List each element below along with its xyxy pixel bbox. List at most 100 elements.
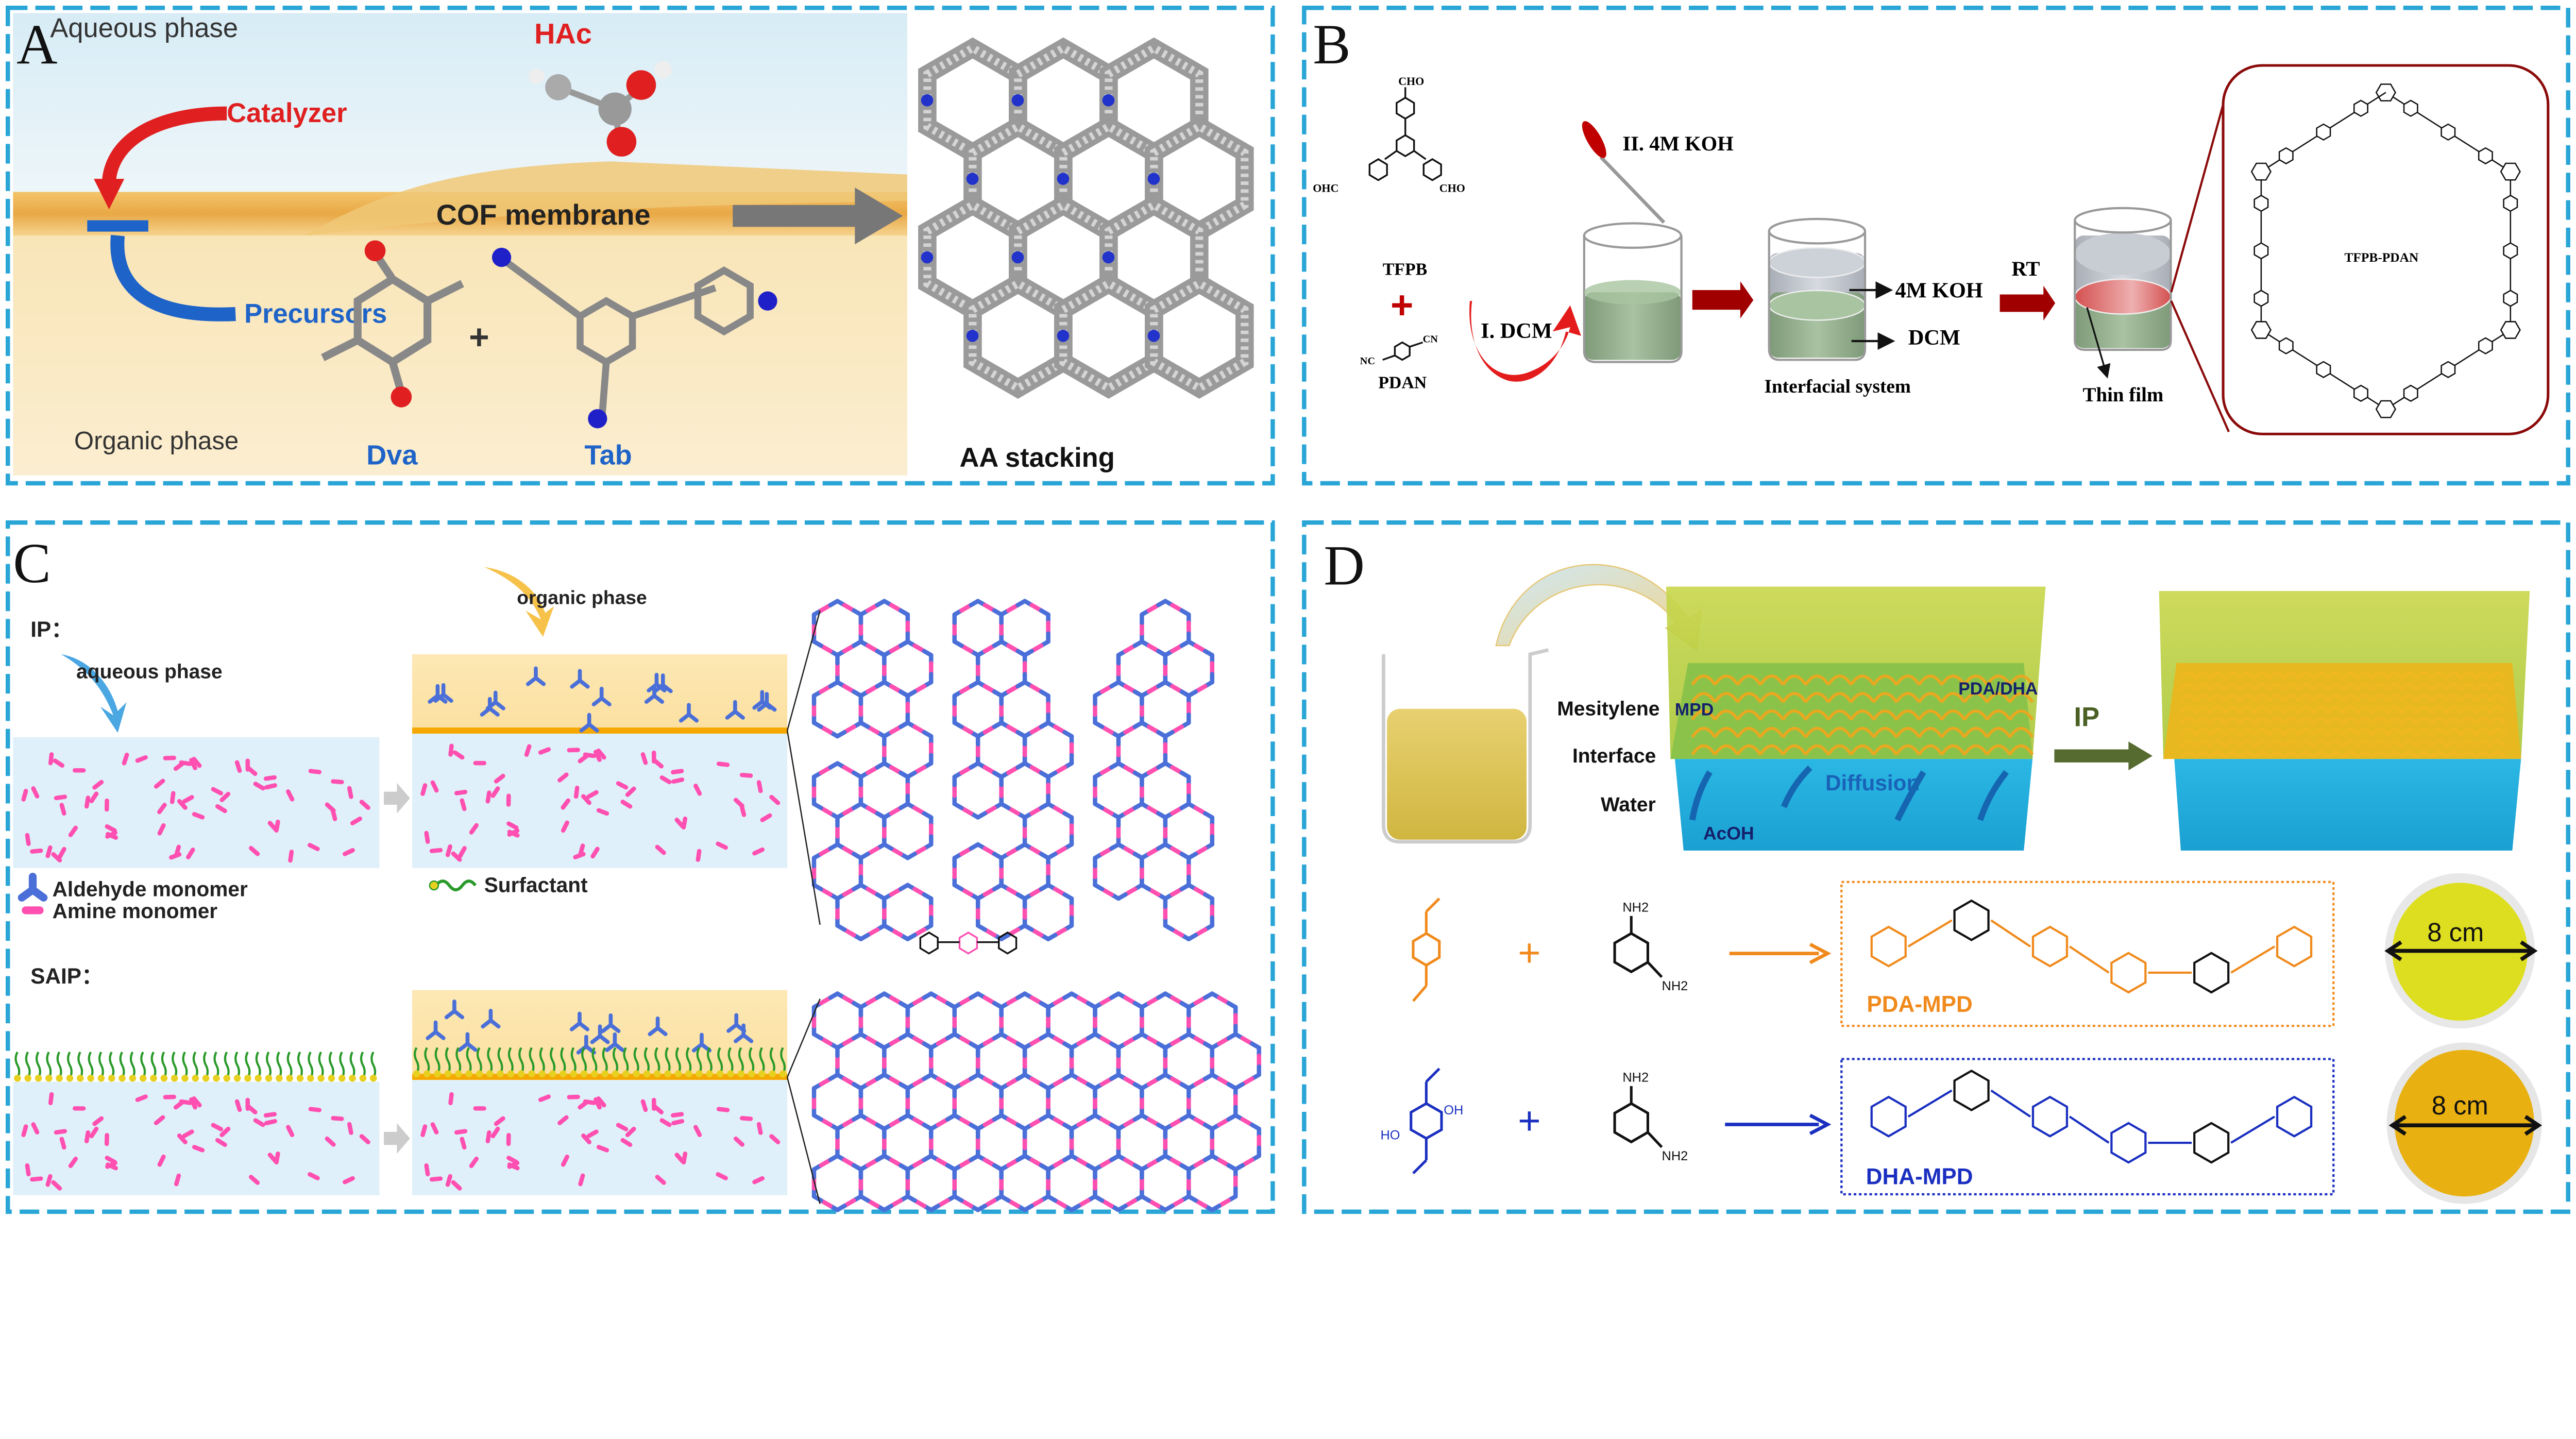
cof-film-strand — [1736, 709, 1762, 721]
chain-ring — [1953, 1069, 1990, 1112]
amine-monomer — [567, 1094, 580, 1099]
size-arrowheads-1 — [2384, 940, 2538, 961]
aldehyde-monomer — [752, 690, 772, 710]
cof-film-strand — [2415, 683, 2433, 691]
cof-film-strand — [2268, 728, 2285, 737]
amine-monomer — [460, 1137, 467, 1150]
amine-monomer — [68, 825, 78, 837]
hac-molecule — [529, 61, 672, 157]
amine-monomer — [343, 1176, 355, 1184]
amine-monomer — [89, 791, 99, 803]
surfactant-tail — [276, 1051, 282, 1079]
pda-mpd-box — [1840, 881, 2335, 1027]
amine-monomer — [739, 772, 753, 778]
cof-film-strand — [1759, 744, 1785, 756]
cof-film-strand — [1736, 744, 1762, 756]
chain-ring — [2031, 1095, 2069, 1138]
tab-molecule — [492, 247, 777, 429]
saip-interface-film — [412, 1074, 788, 1080]
cof-film-strand — [2194, 728, 2212, 737]
tab-label: Tab — [584, 440, 632, 471]
panel-c-label: C — [13, 532, 50, 595]
amine-monomer — [581, 794, 592, 805]
precursors-label: Precursors — [244, 298, 387, 329]
cof-film-strand — [2282, 751, 2300, 759]
aqueous-phase-label: aqueous phase — [76, 661, 222, 683]
dha-reaction-arrowhead — [1809, 1113, 1832, 1136]
amine-monomer — [163, 755, 176, 760]
surfactant-tail — [507, 1047, 514, 1075]
ho-label: HO — [1380, 1128, 1400, 1142]
cof-film-strand — [1850, 744, 1875, 756]
cof-film-strand — [2238, 671, 2256, 680]
aldehyde-monomer — [570, 669, 590, 689]
benzene-ring — [2503, 242, 2518, 260]
amine-monomer — [586, 790, 599, 799]
surfactant-head — [139, 1075, 147, 1082]
cof-film-strand — [2253, 694, 2271, 703]
amine-monomer — [458, 846, 467, 858]
amine-monomer — [31, 786, 40, 799]
surfactant-tail — [738, 1047, 744, 1075]
zoom-line-bottom — [2170, 300, 2230, 432]
surfactant-tail — [172, 1051, 178, 1079]
cof-film-strand — [1691, 709, 1717, 721]
chain-ring — [2193, 952, 2230, 994]
cof-film-strand — [2179, 728, 2197, 737]
amine-monomer — [288, 850, 294, 863]
cof-film-strand — [2238, 717, 2256, 725]
cof-film-strand — [1827, 674, 1853, 686]
surfactant-tail — [570, 1047, 577, 1075]
amine-monomer — [557, 1115, 569, 1125]
surfactant-head — [486, 1070, 494, 1078]
cof-film-strand — [2179, 705, 2197, 714]
cof-film-strand — [2312, 717, 2330, 725]
amine-monomer — [25, 1163, 31, 1177]
cof-film-strand — [1691, 692, 1717, 703]
diffusion-arrows — [1689, 765, 2009, 822]
cof-film-strand — [1963, 709, 1989, 721]
cof-film-strand — [2386, 751, 2403, 759]
nitrogen-atom — [921, 251, 934, 264]
amine-monomer — [596, 1145, 609, 1153]
surfactant-tail — [286, 1051, 293, 1079]
surfactant-head — [369, 1075, 377, 1082]
surfactant-head-icon — [429, 880, 439, 891]
cho-label-top: CHO — [1398, 75, 1424, 88]
aldehyde-monomer — [444, 1000, 464, 1020]
cof-film-strand — [2327, 671, 2345, 680]
cof-film-strand — [2430, 728, 2448, 737]
amine-monomer — [596, 1096, 606, 1108]
cof-film-strand — [2342, 705, 2359, 714]
cof-film-strand — [2008, 709, 2034, 721]
cof-film-strand — [2474, 671, 2492, 680]
dva-label: Dva — [366, 440, 418, 471]
surfactant-tail — [349, 1051, 355, 1079]
zoom-line — [786, 730, 821, 925]
ohc-label: OHC — [1313, 182, 1338, 195]
cof-film-strand — [1895, 744, 1921, 756]
cof-film-strand — [2179, 671, 2197, 680]
surfactant-head — [317, 1075, 325, 1082]
amine-monomer — [445, 844, 452, 857]
nitrogen-atom — [1057, 330, 1070, 342]
panel-d-frame — [1302, 520, 2570, 1214]
cof-film-strand — [1918, 744, 1943, 756]
saip-monomers — [21, 1000, 787, 1191]
amine-monomer — [561, 1154, 569, 1167]
cof-atoms — [1059, 279, 1158, 393]
aqueous-phase-region — [13, 13, 907, 196]
amine-monomer — [733, 1136, 744, 1147]
pdan-label: PDAN — [1378, 373, 1427, 392]
amine-monomer — [420, 1124, 428, 1137]
panel-d-label: D — [1324, 534, 1364, 597]
benzene-ring — [2353, 99, 2368, 117]
amine-monomer — [211, 787, 224, 795]
cof-film-strand — [2342, 671, 2359, 680]
cof-film-strand — [2268, 739, 2285, 748]
surfactant-head — [213, 1075, 220, 1082]
aldehyde-monomer — [579, 713, 599, 733]
ip-step-label: IP — [2074, 702, 2100, 733]
cof-film-strand — [2460, 694, 2477, 703]
amine-monomer — [192, 756, 202, 768]
